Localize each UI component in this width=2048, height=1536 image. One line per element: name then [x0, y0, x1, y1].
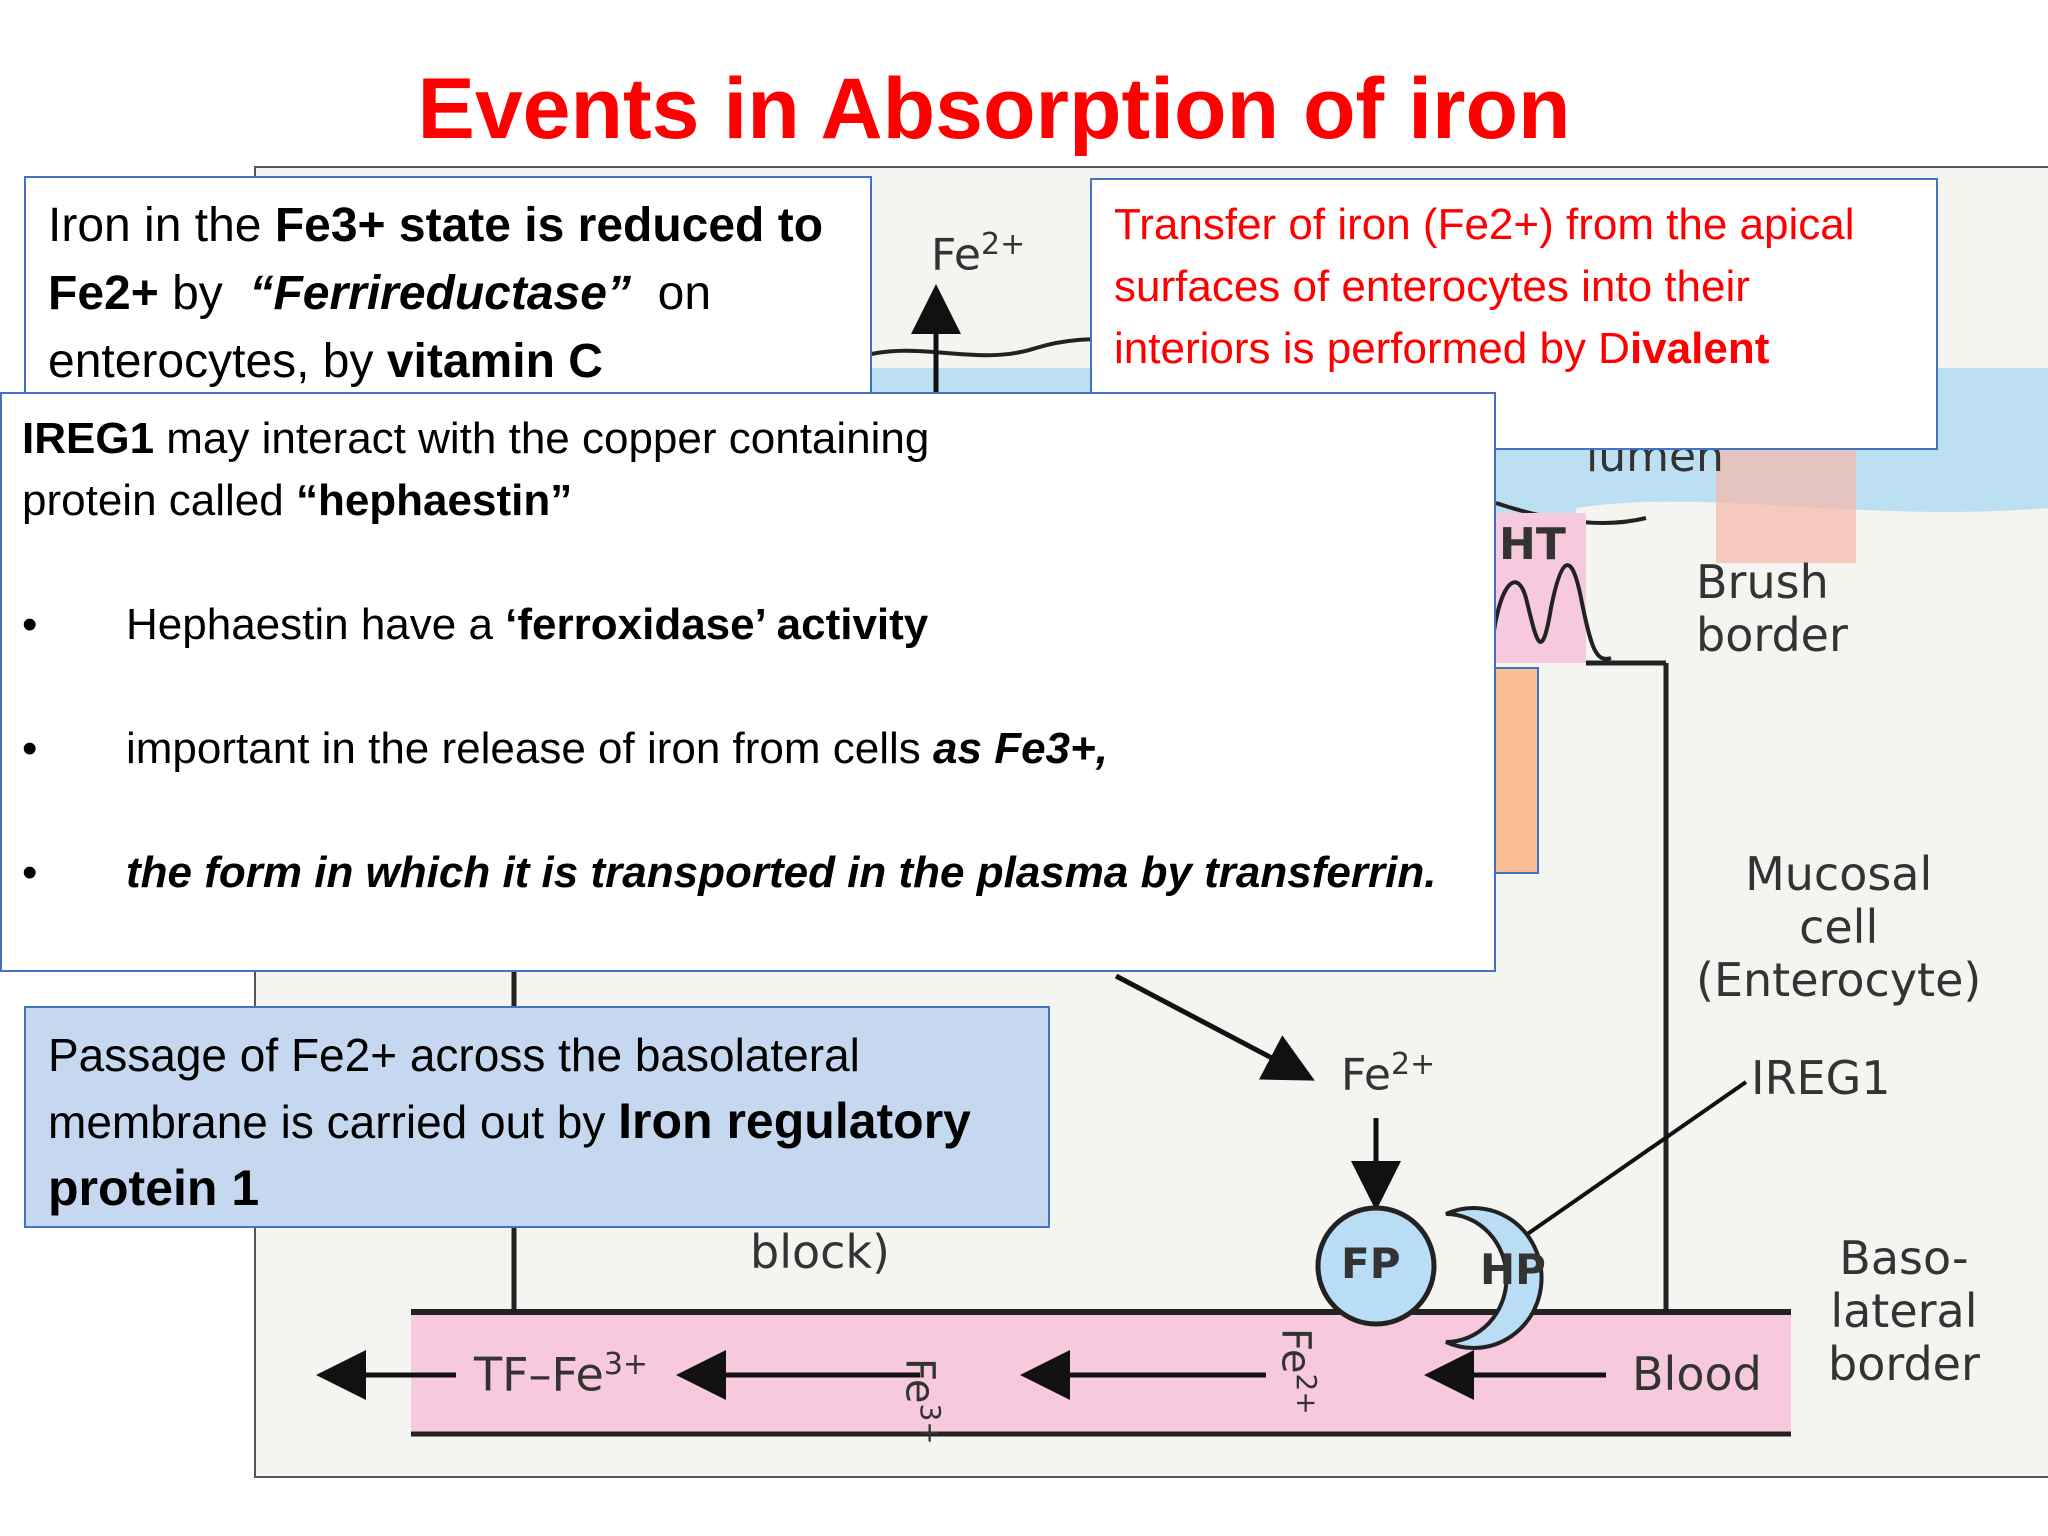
basolateral-line-2: lateral	[1830, 1283, 1978, 1338]
slide-title: Events in Absorption of iron	[0, 66, 2048, 152]
ireg-bullet-1: • Hephaestin have a ‘ferroxidase’ activit…	[22, 594, 1474, 656]
vertical-fe2-text: Fe	[1272, 1328, 1319, 1374]
ireg-spacer-2	[22, 656, 1474, 718]
vertical-fe3-text: Fe	[896, 1358, 943, 1404]
ferri-text-2: Fe3+ state is reduced to Fe2+	[48, 199, 824, 320]
blood-label: Blood	[1632, 1347, 1762, 1401]
ferri-text-6: vitamin C	[386, 335, 603, 388]
vertical-fe2-label: Fe2+	[1272, 1328, 1323, 1415]
fe2-top-sup: 2+	[980, 227, 1026, 262]
bullet-dot-3: •	[22, 848, 38, 897]
dmt-text-1: Transfer of iron (Fe2+) from the apical …	[1114, 200, 1855, 373]
basolateral-passage-textbox: Passage of Fe2+ across the basolateral m…	[24, 1006, 1050, 1228]
hephaestin-shape	[1445, 1206, 1544, 1350]
fe2-top-label: Fe2+	[931, 227, 1026, 281]
ireg-text-2: may interact with the copper containing	[154, 414, 930, 463]
fe2-top-text: Fe	[931, 229, 981, 281]
mucosal-cell-label: Mucosal cell (Enterocyte)	[1696, 848, 1981, 1007]
basolateral-label: Baso- lateral border	[1828, 1232, 1980, 1391]
ireg-bullet-2b: as Fe3+,	[933, 724, 1108, 773]
ireg-bullet-2: • important in the release of iron from c…	[22, 718, 1474, 780]
brush-border-label: Brush border	[1696, 556, 1848, 662]
ferri-text-4: “Ferrireductase”	[249, 267, 631, 320]
vertical-fe2-sup: 2+	[1290, 1373, 1323, 1415]
ht-label: HT	[1499, 519, 1566, 570]
mucosal-cell-line-1: Mucosal	[1745, 847, 1933, 901]
ferroportin-circle	[1315, 1205, 1437, 1327]
bullet-dot-2: •	[22, 724, 38, 773]
basolateral-line-3: border	[1828, 1336, 1980, 1391]
ireg-line-2: protein called “hephaestin”	[22, 470, 1474, 532]
ireg-text-4: “hephaestin”	[295, 476, 573, 525]
fp-label: FP	[1341, 1239, 1401, 1288]
ireg-line-1: IREG1 may interact with the copper conta…	[22, 408, 1474, 470]
ferri-text-3: by	[158, 267, 250, 320]
fe2-mid-text: Fe	[1341, 1049, 1391, 1101]
vertical-fe3-label: Fe3+	[896, 1358, 947, 1445]
brush-border-line-2: border	[1696, 607, 1848, 662]
ireg1-label: IREG1	[1751, 1051, 1891, 1105]
fe2-diag-arrow	[1114, 973, 1315, 1081]
fe2-mid-sup: 2+	[1390, 1047, 1436, 1082]
dmt-text-2: ivalent	[1629, 324, 1770, 373]
ireg-bullet-1a: Hephaestin have a	[126, 600, 506, 649]
mucosal-cell-line-2: cell	[1799, 899, 1879, 954]
hp-label: HP	[1480, 1245, 1546, 1294]
tf-fe-sup: 3+	[603, 1347, 649, 1382]
ireg-text-3: protein called	[22, 476, 296, 525]
ireg-spacer-3	[22, 780, 1474, 842]
tf-fe-text: TF–Fe	[474, 1347, 604, 1402]
basolateral-line-1: Baso-	[1839, 1231, 1969, 1285]
ireg-bullet-3-text: the form in which it is transported in t…	[126, 848, 1437, 897]
ferri-text-5: on enterocytes, by	[48, 267, 725, 388]
ireg1-pointer	[1524, 1080, 1748, 1237]
tf-fe-label: TF–Fe3+	[474, 1347, 649, 1402]
microvilli	[1489, 563, 1612, 661]
passage-text-2: Iron regulatory protein 1	[48, 1093, 971, 1216]
ireg-bullet-1b: ‘ferroxidase’ activity	[505, 600, 929, 649]
ireg-text-1: IREG1	[22, 414, 155, 463]
ireg-spacer-1	[22, 532, 1474, 594]
ferri-text-1: Iron in the	[48, 199, 275, 252]
mucosal-cell-line-3: (Enterocyte)	[1696, 952, 1982, 1007]
ferrireductase-textbox: Iron in the Fe3+ state is reduced to Fe2…	[24, 176, 872, 398]
ireg-bullet-2a: important in the release of iron from ce…	[126, 724, 934, 773]
brush-border-line-1: Brush	[1696, 555, 1829, 609]
ireg1-hephaestin-textbox: IREG1 may interact with the copper conta…	[0, 392, 1496, 972]
block-label: block)	[750, 1225, 890, 1279]
fe2-mid-label: Fe2+	[1341, 1047, 1436, 1101]
ireg-bullet-3: • the form in which it is transported in …	[22, 842, 1474, 904]
slide-title-text: Events in Absorption of iron	[417, 61, 1571, 157]
passage-text-1: Passage of Fe2+ across the basolateral m…	[48, 1029, 860, 1148]
vertical-fe3-sup: 3+	[914, 1403, 947, 1445]
bullet-dot-1: •	[22, 600, 38, 649]
